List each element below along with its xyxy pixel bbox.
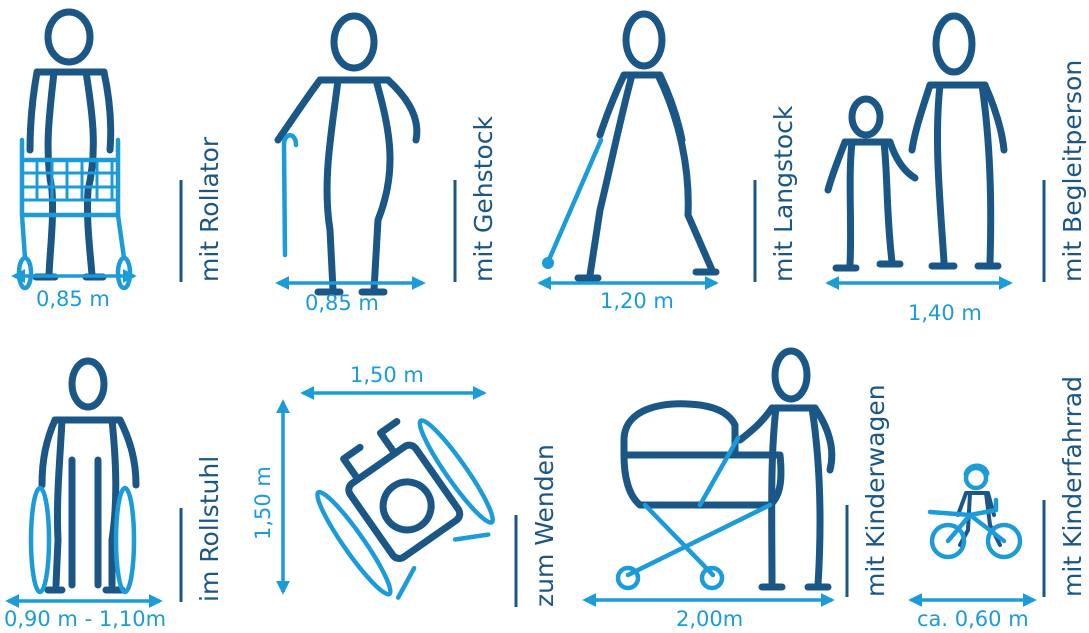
langstock-dimension: 1,20 m [600,289,674,313]
panel-kinderwagen: 2,00m mit Kinderwagen [585,351,890,631]
rollstuhl-label: im Rollstuhl [195,456,224,602]
panel-begleitperson: 1,40 m mit Begleitperson [828,16,1087,325]
person-with-walking-stick-icon [278,16,417,292]
rollstuhl-dimension: 0,90 m - 1,10m [4,607,166,631]
panel-gehstock: 0,85 m mit Gehstock [278,16,498,315]
child-on-bicycle-icon [930,465,1020,557]
kinderfahrrad-dimension: ca. 0,60 m [917,607,1029,631]
gehstock-dimension: 0,85 m [305,291,379,315]
kinderwagen-dimension: 2,00m [676,607,743,631]
person-with-rollator-icon [19,12,130,288]
kinderfahrrad-label: mit Kinderfahrrad [1058,376,1087,597]
person-with-companion-icon [828,16,1004,268]
person-in-wheelchair-icon [31,361,136,592]
panel-wenden: 1,50 m 1,50 m zum Wenden [251,363,559,607]
gehstock-label: mit Gehstock [469,115,498,282]
panel-rollstuhl: 0,90 m - 1,10m im Rollstuhl [4,361,224,631]
rollator-label: mit Rollator [195,136,224,282]
rollator-dimension: 0,85 m [36,287,110,311]
person-with-long-cane-icon [542,14,716,278]
begleitperson-label: mit Begleitperson [1058,60,1087,282]
panel-rollator: 0,85 m mit Rollator [14,12,224,311]
wheelchair-turning-icon [303,404,505,606]
person-with-stroller-icon [618,351,832,588]
kinderwagen-label: mit Kinderwagen [861,384,890,597]
panel-langstock: 1,20 m mit Langstock [540,14,798,313]
begleitperson-dimension: 1,40 m [908,301,982,325]
langstock-label: mit Langstock [769,105,798,282]
panel-kinderfahrrad: ca. 0,60 m mit Kinderfahrrad [911,376,1087,631]
wenden-horizontal-dimension: 1,50 m [350,363,424,387]
wenden-vertical-dimension: 1,50 m [251,466,275,540]
wenden-label: zum Wenden [530,444,559,607]
